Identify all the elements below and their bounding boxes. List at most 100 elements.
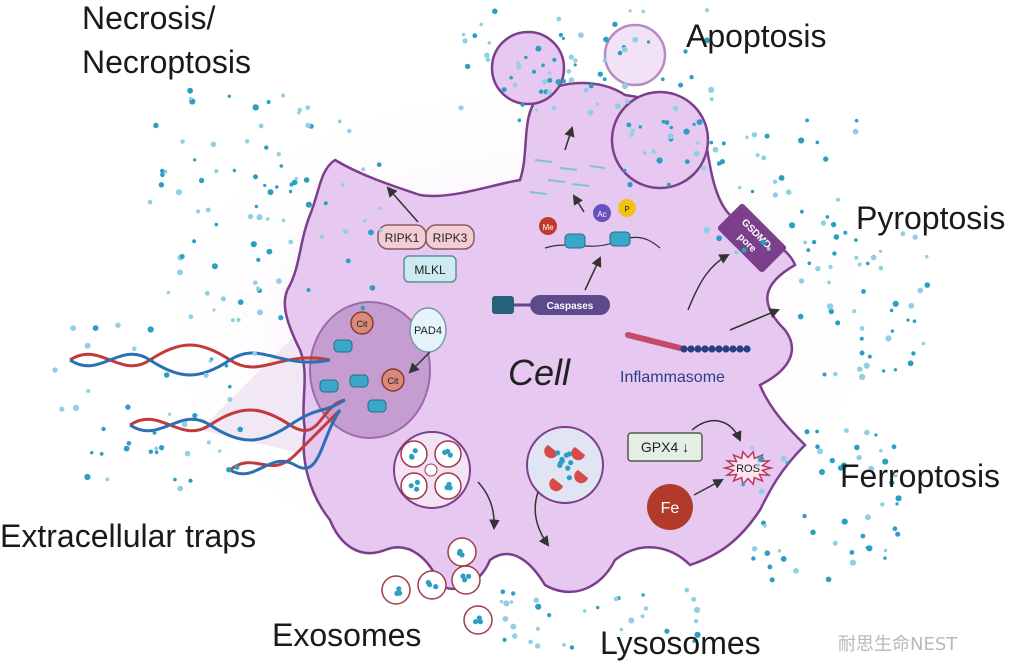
particle-dot: [204, 290, 210, 296]
apoptosis-label: Apoptosis: [686, 18, 827, 54]
vesicle-cargo-dot: [394, 590, 400, 597]
particle-dot: [712, 146, 719, 153]
particle-dot: [528, 639, 533, 645]
particle-dot: [500, 589, 506, 595]
dna-strands: [69, 343, 346, 476]
particle-dot: [881, 369, 886, 373]
particle-dot: [815, 429, 819, 434]
vesicle-cargo-dot: [460, 573, 466, 579]
fe-arrow: [693, 479, 724, 496]
particle-dot: [276, 152, 281, 157]
particle-dot: [562, 643, 566, 647]
particle-dot: [895, 531, 901, 537]
particle-dot: [741, 247, 747, 253]
apoptosis-arrow: [564, 125, 575, 151]
particle-dot: [883, 548, 888, 553]
particle-dot: [188, 478, 193, 483]
particle-dot: [291, 179, 298, 186]
particle-dot: [517, 118, 522, 123]
particle-dot: [173, 477, 177, 482]
particle-dot: [369, 285, 376, 291]
gpx4-arrow: [691, 420, 742, 442]
particle-dot: [802, 513, 807, 519]
vesicle-cargo-dot: [459, 552, 465, 558]
particle-dot: [844, 428, 849, 433]
particle-dot: [638, 125, 642, 129]
particle-dot: [167, 412, 172, 416]
fe-ion: Fe: [647, 484, 693, 530]
vesicle-cargo-dot: [409, 454, 415, 460]
particle-dot: [627, 181, 633, 188]
particle-dot: [237, 299, 244, 306]
particle-dot: [588, 83, 594, 89]
particle-dot: [859, 336, 864, 341]
particle-dot: [556, 16, 562, 22]
particle-dot: [798, 278, 805, 284]
particle-dot: [464, 63, 471, 70]
particle-dot: [546, 89, 552, 95]
inflammasome-arrow: [729, 308, 780, 331]
particle-dot: [823, 156, 829, 162]
particle-dot: [924, 254, 929, 259]
multivesicular-body: [393, 431, 471, 509]
svg-text:P: P: [624, 205, 629, 214]
particle-dot: [499, 599, 504, 604]
particle-dot: [126, 441, 132, 446]
particle-dot: [501, 87, 507, 93]
particle-dot: [566, 68, 572, 74]
particle-dot: [793, 568, 799, 574]
particle-dot: [265, 217, 270, 221]
vesicle-cargo-dot: [565, 465, 571, 471]
particle-dot: [230, 318, 235, 323]
exosome-arrow: [477, 481, 500, 531]
particle-dot: [206, 440, 211, 445]
particle-dot: [857, 366, 863, 372]
necrosis-label: Necrosis/: [82, 0, 216, 36]
particle-dot: [741, 482, 745, 487]
particle-dot: [817, 448, 824, 455]
particle-dot: [84, 342, 91, 349]
particle-dot: [228, 384, 232, 389]
svg-text:Me: Me: [542, 223, 554, 232]
particle-dot: [461, 32, 466, 37]
particle-dot: [263, 183, 267, 187]
particle-dot: [921, 341, 926, 346]
particle-dot: [568, 54, 574, 60]
particle-dot: [52, 367, 58, 373]
particle-dot: [278, 315, 284, 321]
particle-dot: [694, 631, 701, 638]
particle-dot: [641, 593, 645, 597]
particle-dot: [340, 183, 345, 187]
particle-dot: [297, 111, 301, 115]
particle-dot: [879, 448, 883, 453]
particle-dot: [854, 238, 858, 242]
particle-dot: [279, 164, 284, 168]
svg-text:RIPK3: RIPK3: [433, 231, 468, 245]
particle-dot: [883, 556, 887, 560]
cit-marker: Cit: [381, 368, 405, 392]
particle-dot: [595, 102, 599, 107]
particle-dot: [617, 50, 623, 56]
dna-fragments: [529, 159, 606, 195]
particle-dot: [800, 209, 804, 214]
particle-dot: [622, 168, 627, 173]
particle-dot: [772, 192, 779, 198]
particle-dot: [864, 514, 871, 521]
particle-dot: [547, 77, 553, 83]
particle-dot: [195, 209, 201, 214]
particle-dot: [192, 239, 197, 244]
particle-dot: [184, 450, 191, 457]
particle-dot: [615, 103, 621, 109]
particle-dot: [803, 240, 808, 245]
particle-dot: [769, 577, 775, 583]
particle-dot: [785, 189, 792, 195]
particle-dot: [830, 221, 837, 228]
particle-dot: [203, 372, 209, 378]
necroptosis-label: Necroptosis: [82, 44, 251, 80]
particle-dot: [691, 596, 697, 602]
histone-modifications: Me Ac P: [539, 199, 661, 249]
particle-dot: [911, 351, 916, 356]
particle-dot: [70, 325, 76, 331]
particle-dot: [854, 118, 859, 123]
svg-text:Fe: Fe: [661, 500, 680, 517]
